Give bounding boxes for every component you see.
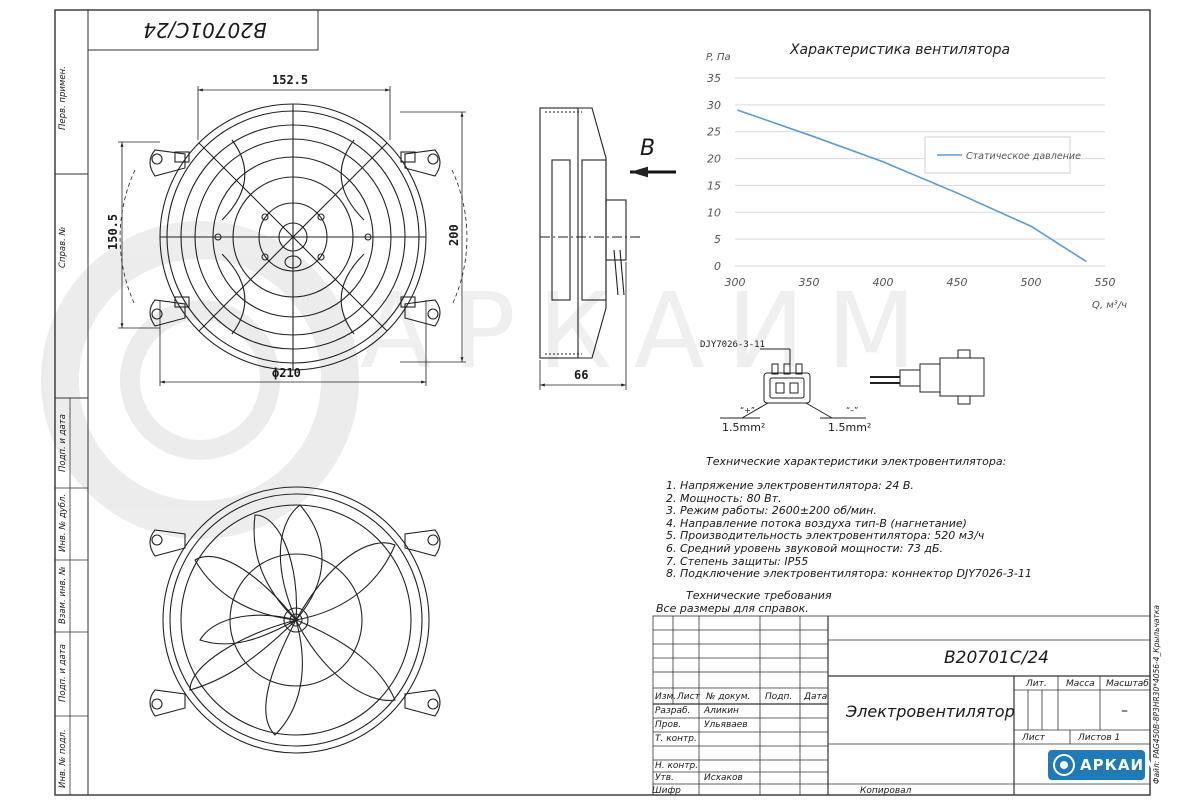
tb-copied: Копировал xyxy=(860,786,912,796)
tb-role: Разраб. xyxy=(655,706,691,716)
tb-person: Ульяваев xyxy=(704,720,748,730)
front-dimension-lines xyxy=(118,86,468,386)
fan-characteristic-chart: 0 5 10 15 20 25 30 35 300 350 400 450 500 550 Характер… xyxy=(706,42,1127,311)
chart-y-tick-label: 15 xyxy=(707,179,721,192)
chart-data-point xyxy=(956,192,958,194)
tb-person: Аликин xyxy=(704,706,739,716)
tb-role: Т. контр. xyxy=(655,734,697,744)
tb-name: Электровентилятор xyxy=(846,702,1015,721)
chart-y-tick-label: 0 xyxy=(714,260,721,273)
chart-series-line xyxy=(737,109,1087,262)
tb-company: АРКАИМ xyxy=(1080,756,1160,774)
tb-scale-value: – xyxy=(1121,703,1128,719)
tb-mass: Масса xyxy=(1066,679,1095,689)
tb-hdr-list: Лист xyxy=(677,692,700,702)
dim-height-right: 200 xyxy=(447,224,461,246)
tb-hdr-doc: № докум. xyxy=(706,692,751,702)
watermark-text: АРКАИМ xyxy=(360,270,939,392)
depth-dimension-line xyxy=(539,262,627,390)
connector-drawing xyxy=(720,348,985,419)
spec-item: 7. Степень защиты: IP55 xyxy=(666,554,809,568)
spec-item: 2. Мощность: 80 Вт. xyxy=(666,491,782,505)
tb-designation: B20701C/24 xyxy=(944,648,1049,668)
chart-data-point xyxy=(882,160,884,163)
connector-plus-label: “+” xyxy=(740,406,755,415)
wire-right-label: 1.5mm² xyxy=(828,421,872,434)
chart-title: Характеристика вентилятора xyxy=(789,42,1010,58)
tb-hdr-data: Дата xyxy=(804,692,828,702)
chart-data-point xyxy=(737,109,739,112)
chart-data-point xyxy=(808,134,810,136)
chart-y-tick-label: 25 xyxy=(707,126,721,139)
side-label-inv-dubl: Инв. № дубл. xyxy=(58,493,68,552)
tb-hdr-podp: Подп. xyxy=(765,692,793,702)
chart-y-tick-label: 35 xyxy=(707,72,721,85)
side-label-podp2: Подп. и дата xyxy=(58,644,68,702)
spec-item: 4. Направление потока воздуха тип-B (наг… xyxy=(666,516,967,530)
fan-side-view xyxy=(539,107,640,359)
tb-role: Н. контр. xyxy=(655,761,699,771)
chart-y-axis-label: P, Па xyxy=(706,52,731,63)
dim-width-top: 152.5 xyxy=(272,73,309,87)
tb-lit: Лит. xyxy=(1026,679,1047,689)
tb-role: Утв. xyxy=(655,773,674,783)
spec-item: 5. Производительность электровентилятора… xyxy=(666,529,985,543)
tb-hdr-izm: Изм. xyxy=(655,692,677,702)
chart-y-tick-label: 10 xyxy=(707,206,721,219)
spec-item: 8. Подключение электровентилятора: конне… xyxy=(666,567,1032,581)
spec-item: 1. Напряжение электровентилятора: 24 В. xyxy=(666,479,914,492)
flow-label: B xyxy=(640,136,656,161)
fan-rear-view xyxy=(149,486,441,754)
connector-model-label: DJY7026-3-11 xyxy=(700,340,766,350)
wire-left-label: 1.5mm² xyxy=(722,421,766,434)
chart-data-point xyxy=(1084,260,1087,262)
side-label-perv: Перв. примен. xyxy=(58,66,68,130)
fan-front-view xyxy=(149,103,441,371)
sheet-frame xyxy=(54,9,1151,796)
chart-x-tick-label: 350 xyxy=(799,276,820,289)
specs-list: 1. Напряжение электровентилятора: 24 В. … xyxy=(666,479,1032,581)
tb-file-name: Файл: PAG450B-8Р3НR30*4056-4_Крыльчатка xyxy=(1152,604,1161,784)
side-label-sprav: Справ. № xyxy=(58,226,68,268)
chart-x-tick-label: 400 xyxy=(873,276,894,289)
chart-x-tick-label: 300 xyxy=(725,276,746,289)
specs-title: Технические характеристики электровентил… xyxy=(706,455,1007,468)
side-label-podp1: Подп. и дата xyxy=(58,414,68,472)
side-label-vzam: Взам. инв. № xyxy=(58,566,68,624)
watermark-logo xyxy=(41,221,359,539)
chart-x-tick-label: 450 xyxy=(947,276,968,289)
chart-y-tick-label: 30 xyxy=(707,99,721,112)
tb-shifr: Шифр xyxy=(652,786,681,796)
chart-x-tick-label: 550 xyxy=(1095,276,1116,289)
company-logo xyxy=(1048,750,1145,780)
title-block-grid xyxy=(652,615,1151,796)
chart-y-tick-label: 20 xyxy=(707,153,721,166)
tb-role: Пров. xyxy=(655,720,682,730)
tb-scale: Масштаб xyxy=(1106,679,1149,689)
top-stamp-text: B20701C/24 xyxy=(143,18,267,42)
chart-x-axis-label: Q, м³/ч xyxy=(1092,300,1127,311)
dim-diameter: ϕ210 xyxy=(272,366,301,380)
chart-x-tick-label: 500 xyxy=(1021,276,1042,289)
tb-person: Исхаков xyxy=(704,773,743,783)
chart-data-point xyxy=(1030,225,1032,228)
chart-y-tick-label: 5 xyxy=(714,233,721,246)
connector-minus-label: “–” xyxy=(846,406,859,415)
spec-item: 3. Режим работы: 2600±200 об/мин. xyxy=(666,504,877,518)
requirements-text: Все размеры для справок. xyxy=(656,602,809,615)
tb-sheets: Листов 1 xyxy=(1078,733,1121,743)
spec-item: 6. Средний уровень звуковой мощности: 73… xyxy=(666,541,943,555)
tb-sheet: Лист xyxy=(1022,733,1045,743)
dim-depth: 66 xyxy=(574,368,589,382)
dim-height-left: 150.5 xyxy=(106,213,120,250)
requirements-title: Технические требования xyxy=(686,589,832,602)
chart-legend-label: Статическое давление xyxy=(966,151,1081,162)
side-label-inv-podl: Инв. № подл. xyxy=(58,729,68,788)
